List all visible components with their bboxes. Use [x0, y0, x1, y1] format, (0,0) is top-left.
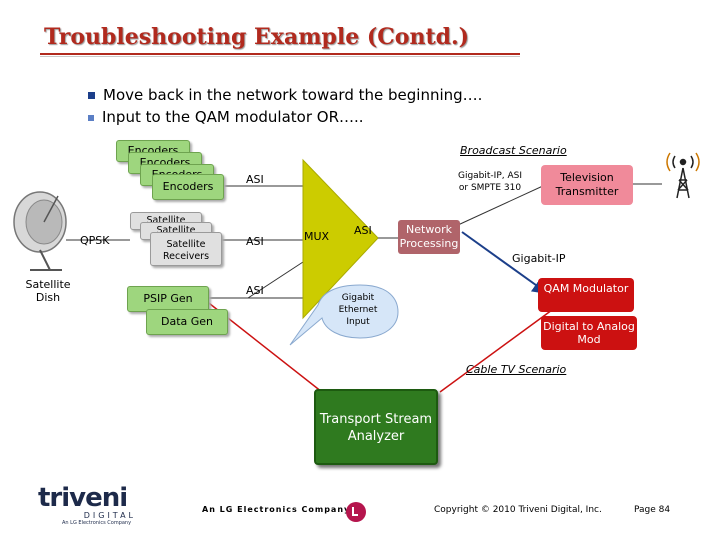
logo-tag: An LG Electronics Company	[62, 520, 132, 526]
mux-shape	[302, 158, 379, 320]
qpsk-label: QPSK	[80, 234, 110, 247]
title-underline-shadow	[40, 56, 520, 57]
logo-sub: DIGITAL	[83, 511, 136, 520]
mux-label: MUX	[304, 230, 330, 243]
antenna-tower-icon	[666, 152, 700, 199]
satellite-dish-label: Satellite Dish	[25, 278, 71, 304]
qam-modulator-box: QAM Modulator	[538, 278, 634, 312]
gigabit-ethernet-callout	[289, 284, 399, 346]
network-to-tv-line	[457, 184, 546, 226]
asi-label-encoders: ASI	[246, 173, 264, 186]
television-transmitter-box: Television Transmitter	[541, 165, 633, 205]
network-to-qam-arrow	[461, 231, 549, 295]
satellite-dish-icon	[13, 191, 67, 271]
gigabit-ip-asi-smpte-label: Gigabit-IP, ASI or SMPTE 310	[457, 171, 523, 193]
asi-label-psip: ASI	[246, 284, 264, 297]
asi-label-mux-out: ASI	[354, 224, 372, 237]
broadcast-scenario-label: Broadcast Scenario	[460, 144, 567, 157]
title-underline	[40, 53, 520, 55]
copyright-text: Copyright © 2010 Triveni Digital, Inc.	[434, 505, 602, 515]
asi-label-receivers: ASI	[246, 235, 264, 248]
cable-tv-scenario-label: Cable TV Scenario	[466, 363, 567, 376]
triveni-logo: triveni DIGITAL An LG Electronics Compan…	[38, 483, 144, 526]
page-title: Troubleshooting Example (Contd.)	[44, 24, 470, 50]
receiver-box-3: Satellite Receivers	[150, 232, 222, 266]
lg-logo-icon	[346, 502, 366, 522]
lg-company-text: An LG Electronics Company	[202, 505, 351, 514]
bullet-1-text: Move back in the network toward the begi…	[103, 86, 483, 104]
network-processing-box: Network Processing	[398, 220, 460, 254]
bullet-marker-icon	[88, 92, 95, 99]
bullet-2-text: Input to the QAM modulator OR…..	[102, 108, 364, 126]
digital-to-analog-mod-box: Digital to Analog Mod	[541, 316, 637, 350]
qam-to-analyzer-line	[439, 309, 553, 393]
encoder-box-4: Encoders	[152, 174, 224, 200]
data-gen-box: Data Gen	[146, 309, 228, 335]
bullet-1: Move back in the network toward the begi…	[88, 86, 482, 104]
transport-stream-analyzer-box: Transport Stream Analyzer	[314, 389, 438, 465]
bullet-2: Input to the QAM modulator OR…..	[88, 108, 364, 126]
page-number: Page 84	[634, 505, 671, 515]
gigabit-ethernet-input-label: Gigabit Ethernet Input	[338, 293, 378, 327]
logo-brand: triveni	[38, 483, 128, 513]
psip-to-mux-up-line	[247, 261, 304, 299]
bullet-marker-icon	[88, 114, 94, 121]
gigabit-ip-label: Gigabit-IP	[512, 252, 566, 265]
